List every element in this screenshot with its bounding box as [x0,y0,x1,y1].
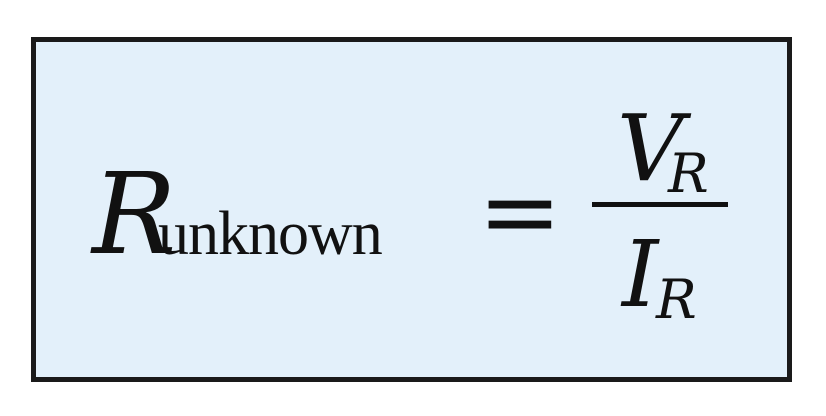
denominator-variable: I [622,221,659,328]
equals-sign: = [478,153,562,270]
lhs-subscript: unknown [158,200,383,268]
resistance-formula: R unknown = V R I R [92,95,732,345]
lhs-variable: R [92,150,177,280]
numerator-subscript: R [668,142,709,205]
formula-box [31,37,792,382]
fraction-bar [592,202,728,207]
fraction: V R I R [592,95,732,345]
denominator-subscript: R [656,268,697,331]
numerator-variable: V [617,95,684,202]
